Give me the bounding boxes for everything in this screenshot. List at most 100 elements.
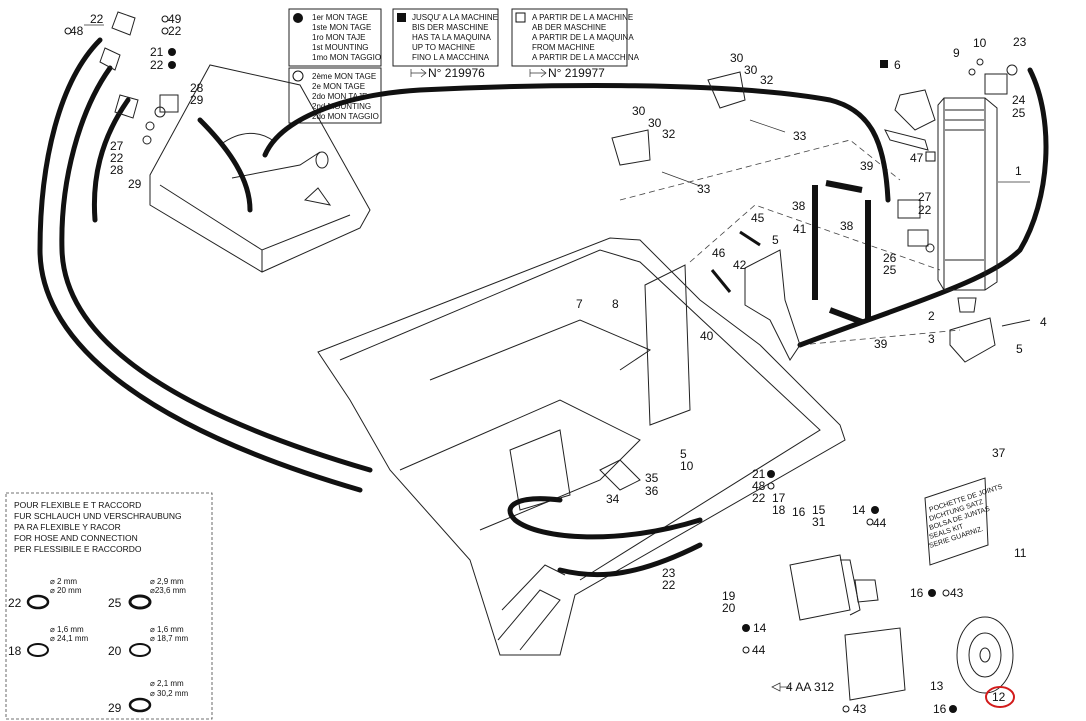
callout-label: 19 <box>722 589 736 603</box>
seal-ref: 22 <box>8 596 22 610</box>
seal-diameter: ⌀ 1,6 mm <box>150 625 184 634</box>
callout-label: 40 <box>700 329 714 343</box>
callout-label: 16 <box>910 586 924 600</box>
callout-label: 5 <box>680 447 687 461</box>
callout-label: 25 <box>1012 106 1026 120</box>
pin <box>739 230 761 247</box>
seal-diameter: ⌀ 1,6 mm <box>50 625 84 634</box>
arrow-icon <box>410 68 427 78</box>
box-title: FUR SCHLAUCH UND VERSCHRAUBUNG <box>14 511 182 521</box>
seal-kit-plate: POCHETTE DE JOINTS DICHTUNG SATZ BOLSA D… <box>924 477 1004 566</box>
callout-label: 1 <box>1015 164 1022 178</box>
callout-label: 18 <box>772 503 786 517</box>
callout-label: 39 <box>874 337 888 351</box>
machine-number: N° 219976 <box>428 66 485 80</box>
callout-label: 22 <box>168 24 182 38</box>
callout-label: 27 <box>110 139 124 153</box>
callout-label: 10 <box>680 459 694 473</box>
hose <box>507 496 703 540</box>
machine-frame <box>317 237 846 656</box>
callout-label: 6 <box>894 58 901 72</box>
callout-label: 10 <box>973 36 987 50</box>
callout-label: 38 <box>840 219 854 233</box>
bracket <box>644 264 691 426</box>
machine-number: N° 219977 <box>548 66 605 80</box>
box-title: PER FLESSIBILE E RACCORDO <box>14 544 142 554</box>
callout-label: 32 <box>760 73 774 87</box>
filled-square-icon <box>397 13 406 22</box>
highlight-circle <box>985 686 1015 708</box>
callout-label: 43 <box>950 586 964 600</box>
seal-diameter: ⌀ 30,2 mm <box>150 689 188 698</box>
callout-label: 32 <box>662 127 676 141</box>
seal-item: 22 ⌀ 2 mm ⌀ 20 mm <box>8 577 82 610</box>
legend-text: 1st MOUNTING <box>312 43 368 52</box>
callout-label: 30 <box>648 116 662 130</box>
seal-diameter: ⌀ 20 mm <box>50 586 82 595</box>
hoses <box>37 37 1049 578</box>
legend-text: A PARTIR DE L A MACCHINA <box>532 53 640 62</box>
hose-connection-box: POUR FLEXIBLE E T RACCORD FUR SCHLAUCH U… <box>5 492 213 720</box>
pin <box>710 269 732 293</box>
callout-label: 5 <box>772 233 779 247</box>
legend-text: 2do MON TAJE <box>312 92 367 101</box>
callout-label: 26 <box>883 251 897 265</box>
callout-label: 8 <box>612 297 619 311</box>
callout-label: 35 <box>645 471 659 485</box>
plate <box>884 129 929 151</box>
open-circle-icon <box>292 70 304 82</box>
legend-text: 2e MON TAGE <box>312 82 365 91</box>
legend-text: UP TO MACHINE <box>412 43 475 52</box>
box-title: FOR HOSE AND CONNECTION <box>14 533 138 543</box>
hose <box>59 65 373 473</box>
callout-label: 38 <box>792 199 806 213</box>
callout-label: 39 <box>860 159 874 173</box>
callout-label: 15 <box>812 503 826 517</box>
callout-label: 41 <box>793 222 807 236</box>
seal-ref: 29 <box>108 701 122 715</box>
callout-label: 30 <box>730 51 744 65</box>
reference-note-text: 4 AA 312 <box>786 680 834 694</box>
seal-diameter: ⌀23,6 mm <box>150 586 186 595</box>
callout-label: 11 <box>1014 546 1027 560</box>
legend-text: 1er MON TAGE <box>312 13 368 22</box>
callout-label: 17 <box>772 491 786 505</box>
callout-label: 46 <box>712 246 726 260</box>
callout-label: 14 <box>753 621 767 635</box>
hose <box>262 83 891 203</box>
legend-up-to-machine: JUSQU' A LA MACHINE BIS DER MASCHINE HAS… <box>392 8 499 80</box>
callout-label: 21 <box>752 467 766 481</box>
legend-text: A PARTIR DE L A MAQUINA <box>532 33 634 42</box>
callout-label: 27 <box>918 190 932 204</box>
callout-label: 37 <box>992 446 1006 460</box>
callout-label: 30 <box>744 63 758 77</box>
callout-label: 33 <box>697 182 711 196</box>
legend-text: FINO L A MACCHINA <box>412 53 490 62</box>
seal-ref: 18 <box>8 644 22 658</box>
callout-label: 28 <box>110 163 124 177</box>
callout-label: 20 <box>722 601 736 615</box>
callouts: 22 48 49 22 21 22 28 29 27 22 28 29 30 3… <box>64 12 1047 716</box>
callout-label: 45 <box>751 211 765 225</box>
hose <box>37 37 363 493</box>
callout-label: 22 <box>662 578 676 592</box>
callout-label: 3 <box>928 332 935 346</box>
legend-text: FROM MACHINE <box>532 43 595 52</box>
seal-diameter: ⌀ 2 mm <box>50 577 77 586</box>
filler-cap <box>957 297 977 313</box>
legend-text: 2do MON TAGGIO <box>312 112 379 121</box>
support-bracket <box>949 317 996 363</box>
guide-line <box>799 329 961 346</box>
legend-text: A PARTIR DE L A MACHINE <box>532 13 633 22</box>
bracket <box>744 249 801 361</box>
callout-label: 29 <box>128 177 142 191</box>
box-title: POUR FLEXIBLE E T RACCORD <box>14 500 141 510</box>
callout-label: 22 <box>150 58 164 72</box>
oil-cooler <box>937 97 998 291</box>
hose <box>197 117 253 213</box>
seal-item: 25 ⌀ 2,9 mm ⌀23,6 mm <box>108 577 186 610</box>
seal-item: 29 ⌀ 2,1 mm ⌀ 30,2 mm <box>108 679 188 715</box>
callout-label: 23 <box>1013 35 1027 49</box>
hose <box>557 542 703 578</box>
callout-label: 42 <box>733 258 747 272</box>
